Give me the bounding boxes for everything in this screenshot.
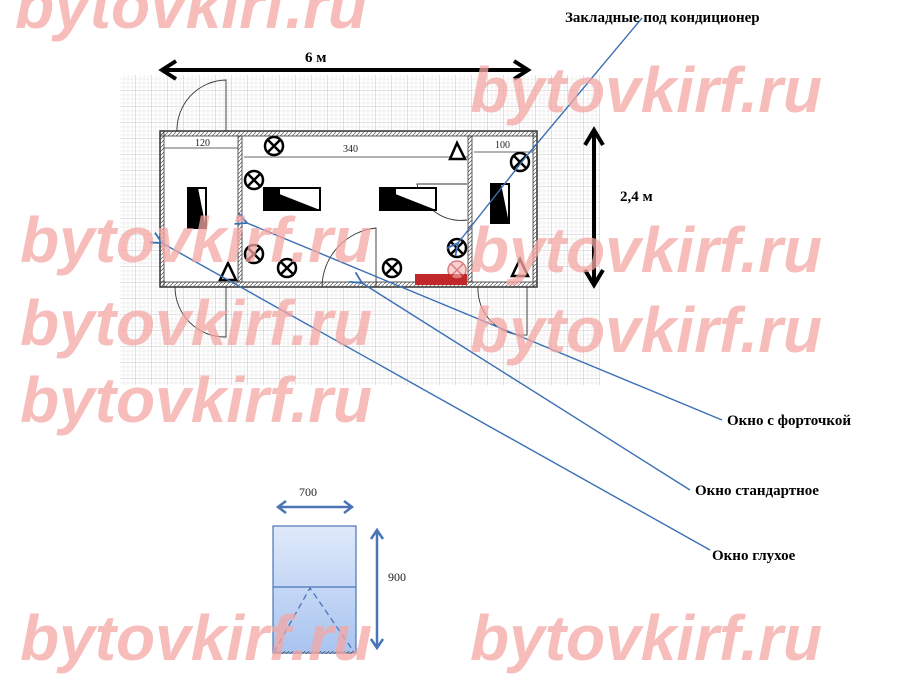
window-detail xyxy=(272,500,385,654)
label-window-vent: Окно с форточкой xyxy=(727,413,851,429)
heater xyxy=(415,274,467,285)
svg-text:bytovkirf.ru: bytovkirf.ru xyxy=(15,0,367,42)
lamp-icon-highlighted xyxy=(447,260,467,280)
leader-window-standard xyxy=(362,283,691,491)
label-window-standard: Окно стандартное xyxy=(695,483,819,499)
dim-middle-room: 340 xyxy=(343,144,358,155)
svg-text:bytovkirf.ru: bytovkirf.ru xyxy=(470,214,822,286)
window-width-label: 700 xyxy=(299,485,317,499)
svg-text:bytovkirf.ru: bytovkirf.ru xyxy=(470,602,822,674)
svg-text:bytovkirf.ru: bytovkirf.ru xyxy=(20,287,372,359)
dim-right-room: 100 xyxy=(495,140,510,151)
svg-text:bytovkirf.ru: bytovkirf.ru xyxy=(20,602,372,674)
svg-text:bytovkirf.ru: bytovkirf.ru xyxy=(20,364,372,436)
length-label: 6 м xyxy=(305,50,326,66)
watermark: bytovkirf.ru bytovkirf.ru bytovkirf.ru b… xyxy=(15,0,822,674)
light-fixture-icon xyxy=(187,183,510,229)
width-label: 2,4 м xyxy=(620,189,653,205)
svg-text:bytovkirf.ru: bytovkirf.ru xyxy=(470,294,822,366)
partition-left xyxy=(237,135,243,283)
label-window-fixed: Окно глухое xyxy=(712,548,796,564)
leader-conditioner xyxy=(458,17,643,243)
svg-text:bytovkirf.ru: bytovkirf.ru xyxy=(470,54,822,126)
leader-window-fixed xyxy=(162,243,711,551)
width-arrow xyxy=(583,126,605,289)
length-arrow xyxy=(158,59,532,81)
partition-right xyxy=(467,135,473,283)
window-height-label: 900 xyxy=(388,570,406,584)
leader-window-vent xyxy=(247,223,723,421)
label-conditioner: Закладные под кондиционер xyxy=(565,10,760,26)
dim-left-room: 120 xyxy=(195,138,210,149)
svg-text:bytovkirf.ru: bytovkirf.ru xyxy=(20,204,372,276)
